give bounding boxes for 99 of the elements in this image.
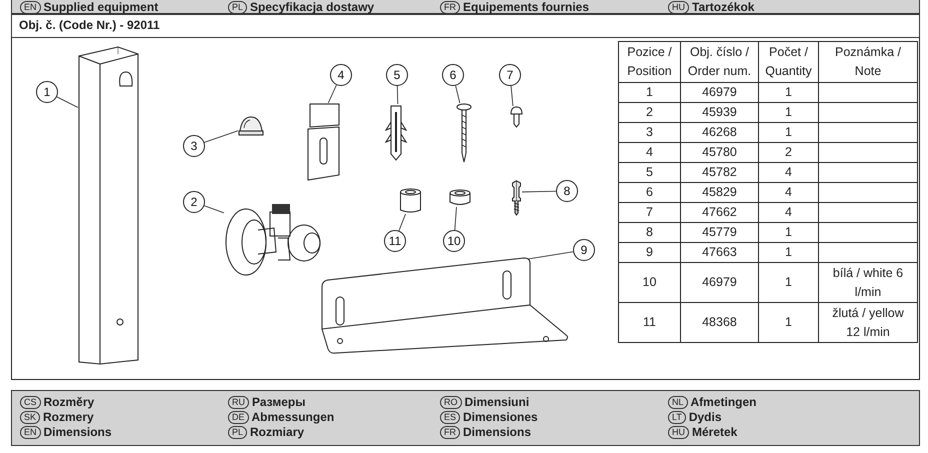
column-drawing [78, 46, 140, 366]
table-cell: 3 [619, 123, 681, 143]
callout-number: 11 [384, 230, 406, 252]
section-heading: Размеры [252, 395, 306, 409]
table-cell: 5 [619, 163, 681, 183]
table-cell: 46979 [681, 263, 759, 303]
section-heading: Supplied equipment [44, 0, 158, 14]
leader-line [398, 214, 406, 232]
bushing-drawing [399, 188, 422, 214]
section-heading: Specyfikacja dostawy [250, 0, 374, 14]
callout-number: 8 [556, 180, 578, 202]
table-cell: 1 [759, 83, 819, 103]
nut-drawing [449, 189, 471, 207]
leader-line [204, 205, 224, 214]
section-heading: Afmetingen [690, 395, 757, 409]
table-cell: 1 [759, 243, 819, 263]
column-header: Počet / Quantity [759, 42, 819, 83]
callout-number: 6 [442, 64, 464, 86]
language-code: PL [228, 426, 248, 438]
table-cell: 1 [759, 223, 819, 243]
section-heading: Dimensiuni [464, 395, 530, 409]
leader-line [528, 251, 574, 260]
leader-line [455, 85, 460, 104]
callout-number: 7 [499, 64, 521, 86]
leader-line [454, 206, 457, 230]
leader-line [328, 84, 337, 104]
section-heading: Dimensions [44, 425, 112, 439]
leader-line [56, 96, 78, 108]
table-cell: žlutá / yellow 12 l/min [819, 303, 918, 343]
table-cell: 1 [619, 83, 681, 103]
section-heading: Rozmiary [250, 425, 304, 439]
section-heading: Rozmery [43, 410, 94, 424]
table-cell: 45782 [681, 163, 759, 183]
table-cell: 45939 [681, 103, 759, 123]
language-code: NL [668, 396, 688, 408]
table-cell: 10 [619, 263, 681, 303]
language-code: DE [228, 410, 249, 424]
callout-number: 1 [36, 81, 58, 103]
language-code: CS [20, 396, 41, 408]
table-cell: 4 [759, 163, 819, 183]
language-code: RU [228, 396, 249, 408]
pin-drawing [511, 180, 522, 216]
leader-line [204, 130, 238, 143]
section-heading: Dimensions [463, 425, 532, 439]
callout-number: 5 [386, 64, 408, 86]
table-cell: 45779 [681, 223, 759, 243]
table-cell: 45780 [681, 143, 759, 163]
table-cell: 6 [619, 183, 681, 203]
callout-number: 2 [183, 191, 205, 213]
language-code: ES [440, 410, 460, 424]
section-heading: Méretek [692, 425, 738, 439]
cap-drawing [238, 116, 264, 136]
table-cell: 4 [759, 183, 819, 203]
language-code: LT [668, 410, 686, 424]
screw-drawing [456, 103, 472, 163]
bracket-plate-drawing [306, 103, 341, 181]
table-cell: 7 [619, 203, 681, 223]
callout-number: 10 [443, 230, 465, 252]
column-header: Poznámka / Note [819, 42, 918, 83]
table-cell: 45829 [681, 183, 759, 203]
table-cell: 46979 [681, 83, 759, 103]
section-heading: Equipements fournies [463, 0, 590, 14]
leader-line [396, 86, 398, 104]
table-cell: 2 [619, 103, 681, 123]
section-heading: Dimensiones [463, 410, 538, 424]
table-cell: 8 [619, 223, 681, 243]
callout-number: 3 [183, 135, 205, 157]
table-cell: 1 [759, 103, 819, 123]
screw-drawing [510, 106, 523, 128]
callout-number: 4 [330, 64, 352, 86]
language-code: EN [20, 426, 41, 438]
table-cell: 11 [619, 303, 681, 343]
table-cell: 4 [619, 143, 681, 163]
table-cell: 1 [759, 303, 819, 343]
column-header: Obj. číslo / Order num. [681, 42, 759, 83]
table-cell: 9 [619, 243, 681, 263]
section-heading: Dydis [688, 410, 722, 424]
title: Obj. č. (Code Nr.) - 92011 [19, 18, 160, 32]
dowel-drawing [385, 104, 407, 161]
table-cell: 46268 [681, 123, 759, 143]
language-code: SK [20, 410, 40, 424]
column-header: Pozice / Position [619, 42, 681, 83]
wall-bracket-drawing [320, 257, 569, 355]
leader-line [510, 86, 514, 106]
section-heading: Tartozékok [692, 0, 754, 14]
table-cell: 48368 [681, 303, 759, 343]
language-code: FR [440, 426, 460, 438]
callout-number: 9 [573, 239, 595, 261]
section-heading: Abmessungen [252, 410, 334, 424]
leader-line [522, 190, 556, 192]
language-code: HU [668, 426, 689, 438]
table-cell: 1 [759, 263, 819, 303]
table-cell: 1 [759, 123, 819, 143]
language-code: RO [440, 396, 462, 408]
table-cell: 47662 [681, 203, 759, 223]
table-cell: 4 [759, 203, 819, 223]
section-heading: Rozměry [44, 395, 94, 409]
table-cell: 47663 [681, 243, 759, 263]
table-cell: 2 [759, 143, 819, 163]
